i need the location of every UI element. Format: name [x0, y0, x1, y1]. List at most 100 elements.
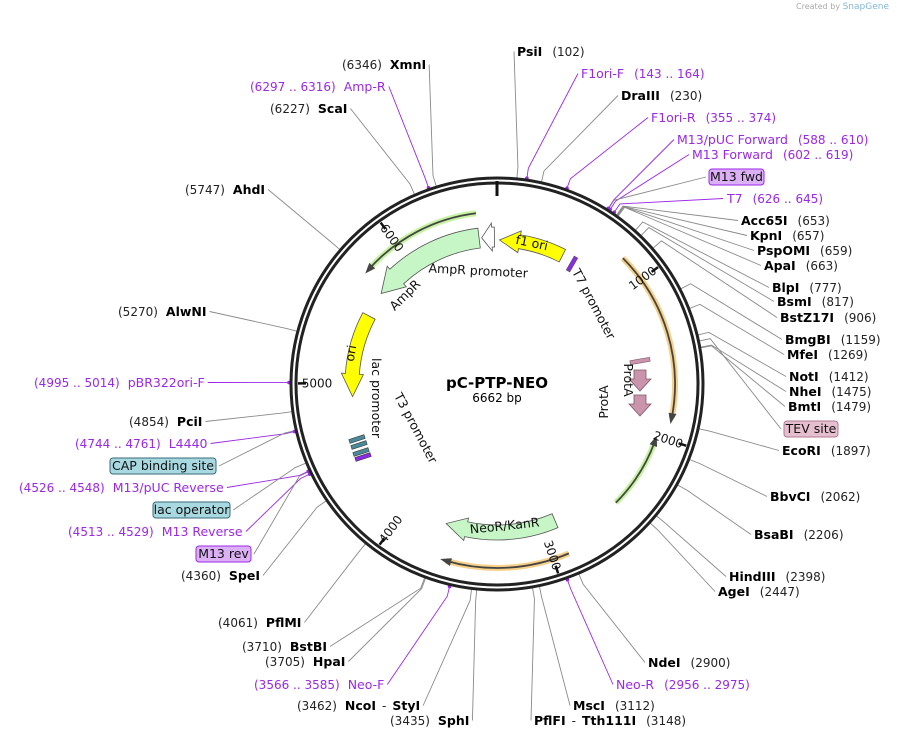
feature-box-m13-rev[interactable]: M13 rev: [195, 545, 252, 563]
leader-line: [617, 206, 755, 251]
bottom-orf-arc[interactable]: [446, 552, 570, 569]
feature-box-tev-site[interactable]: TEV site: [783, 420, 839, 438]
primer-neo-f[interactable]: (3566 .. 3585)Neo-F: [254, 677, 384, 692]
right-orf-arc[interactable]: [622, 257, 676, 419]
t7-promoter-feature[interactable]: [565, 255, 579, 273]
enzyme-name: MfeI: [787, 347, 818, 362]
primer-pbr322ori-f[interactable]: (4995 .. 5014)pBR322ori-F: [34, 375, 205, 390]
enzyme-position: (230): [670, 89, 702, 103]
primer-amp-r[interactable]: (6297 .. 6316)Amp-R: [250, 79, 386, 94]
enzyme-site-acc65i[interactable]: Acc65I(653): [741, 213, 830, 228]
enzyme-site-pflmi[interactable]: (4061)PflMI: [218, 615, 301, 630]
enzyme-site-bsabi[interactable]: BsaBI (2206): [754, 527, 844, 542]
primer-l4440[interactable]: (4744 .. 4761)L4440: [75, 436, 208, 451]
enzyme-site-draiii[interactable]: DraIII(230): [621, 88, 702, 103]
feature-box-lac-operator[interactable]: lac operator: [152, 501, 231, 519]
enzyme-site-hindiii[interactable]: HindIII(2398): [729, 569, 825, 584]
svg-text:NdeI(2900): NdeI(2900): [648, 655, 730, 670]
enzyme-site-bstbi[interactable]: (3710)BstBI: [242, 639, 327, 654]
enzyme-site-msci[interactable]: MscI(3112): [573, 698, 655, 713]
feature-box-cap-binding-site[interactable]: CAP binding site: [109, 457, 217, 475]
leader-line: [680, 283, 783, 340]
leader-line: [616, 205, 739, 221]
enzyme-site-scai[interactable]: (6227)ScaI: [270, 101, 347, 116]
lac-cluster-feature[interactable]: [352, 447, 370, 457]
enzyme-site-pspomi[interactable]: PspOMI(659): [757, 243, 852, 258]
primer-m13-reverse[interactable]: (4513 .. 4529)M13 Reverse: [68, 524, 243, 539]
enzyme-name: KpnI: [750, 228, 782, 243]
primer-name: M13 Forward: [692, 147, 773, 162]
enzyme-site-ncoi[interactable]: (3462)NcoI-StyI: [297, 698, 420, 713]
enzyme-site-sphi[interactable]: (3435)SphI: [390, 713, 469, 728]
lac-cluster-feature[interactable]: [350, 440, 368, 450]
enzyme-site-apai[interactable]: ApaI(663): [764, 258, 838, 273]
neor-kanr-feature[interactable]: [445, 513, 559, 542]
enzyme-site-mfei[interactable]: MfeI(1269): [787, 347, 868, 362]
enzyme-position: (1412): [829, 370, 869, 384]
enzyme-name: AgeI: [718, 584, 750, 599]
enzyme-site-pflfi[interactable]: PflFI-Tth111I(3148): [534, 713, 686, 728]
enzyme-name: BsaBI: [754, 527, 794, 542]
enzyme-site-hpai[interactable]: (3705)HpaI: [265, 654, 345, 669]
top-left-orf-arc[interactable]: [368, 212, 477, 270]
enzyme-site-kpni[interactable]: KpnI(657): [750, 228, 824, 243]
leader-line: [640, 227, 775, 302]
feature-box-m13-fwd[interactable]: M13 fwd: [708, 168, 765, 186]
enzyme-site-bmgbi[interactable]: BmgBI(1159): [785, 332, 881, 347]
tick-label: 4000: [376, 513, 405, 546]
enzyme-site-ahdi[interactable]: (5747)AhdI: [185, 182, 265, 197]
right-lower-orf-arc[interactable]: [615, 441, 656, 504]
leader-line: [635, 221, 770, 288]
right-orf-arc-arrowhead: [668, 412, 677, 425]
ampr-feature[interactable]: [380, 227, 481, 295]
primer-range: (4526 .. 4548): [19, 481, 105, 495]
f1-ori-feature[interactable]: [498, 230, 567, 263]
primer-m13-forward[interactable]: M13 Forward(602 .. 619): [692, 147, 853, 162]
primer-f1ori-r[interactable]: F1ori-R(355 .. 374): [651, 110, 776, 125]
primer-m13-puc-reverse[interactable]: (4526 .. 4548)M13/pUC Reverse: [19, 480, 224, 495]
svg-text:(4995 .. 5014)pBR322ori-F: (4995 .. 5014)pBR322ori-F: [34, 375, 205, 390]
prota-arrow-2[interactable]: [628, 394, 652, 417]
enzyme-position: (2206): [804, 528, 844, 542]
leader-line: [656, 515, 727, 577]
lac-cluster-feature[interactable]: [354, 452, 372, 462]
primer-range: (2956 .. 2975): [664, 678, 750, 692]
enzyme-site-bsmi[interactable]: BsmI(817): [777, 294, 854, 309]
tick-label: 3000: [541, 539, 564, 572]
enzyme-site-agei[interactable]: AgeI(2447): [718, 584, 800, 599]
enzyme-site-xmni[interactable]: (6346)XmnI: [342, 57, 426, 72]
primer-neo-r[interactable]: Neo-R(2956 .. 2975): [616, 677, 750, 692]
enzyme-site-ndei[interactable]: NdeI(2900): [648, 655, 730, 670]
enzyme-site-nhei[interactable]: NheI(1475): [789, 384, 871, 399]
enzyme-site-alwni[interactable]: (5270)AlwNI: [118, 304, 207, 319]
leader-line: [388, 86, 430, 189]
enzyme-site-spei[interactable]: (4360)SpeI: [181, 568, 260, 583]
enzyme-site-bbvci[interactable]: BbvCI(2062): [770, 489, 860, 504]
enzyme-name: PspOMI: [757, 243, 810, 258]
ori-feature[interactable]: [340, 312, 376, 398]
enzyme-site-bmti[interactable]: BmtI(1479): [788, 399, 871, 414]
primer-m13-puc-forward[interactable]: M13/pUC Forward(588 .. 610): [677, 132, 868, 147]
leader-line: [304, 543, 366, 623]
enzyme-site-noti[interactable]: NotI(1412): [789, 369, 869, 384]
enzyme-site-ecori[interactable]: EcoRI(1897): [782, 443, 871, 458]
primer-f1ori-f[interactable]: F1ori-F(143 .. 164): [581, 66, 705, 81]
enzyme-site-pcii[interactable]: (4854)PciI: [129, 414, 202, 429]
plasmid-name: pC-PTP-NEO: [446, 374, 548, 392]
tick-mark: [554, 565, 560, 574]
svg-text:(4513 .. 4529)M13 Reverse: (4513 .. 4529)M13 Reverse: [68, 524, 243, 539]
lac-cluster-feature[interactable]: [348, 434, 366, 444]
enzyme-site-bstz17i[interactable]: BstZ17I(906): [780, 310, 876, 325]
right-lower-orf-arc-arrowhead: [649, 435, 658, 448]
primer-t7[interactable]: T7(626 .. 645): [726, 191, 823, 206]
enzyme-site-psii[interactable]: PsiI(102): [517, 44, 585, 59]
ampr-promoter-feature[interactable]: [481, 221, 496, 253]
leader-line: [698, 331, 787, 377]
prota-arrow-1[interactable]: [628, 369, 652, 392]
enzyme-name: PflFI: [534, 713, 566, 728]
leader-line: [422, 589, 472, 706]
site-labels: PsiI(102) DraIII(230) Acc65I(653)KpnI(657)…: [19, 44, 881, 728]
enzyme-site-blpi[interactable]: BlpI(777): [772, 280, 842, 295]
prota-small-feature[interactable]: [629, 356, 651, 366]
leader-line: [471, 589, 478, 721]
